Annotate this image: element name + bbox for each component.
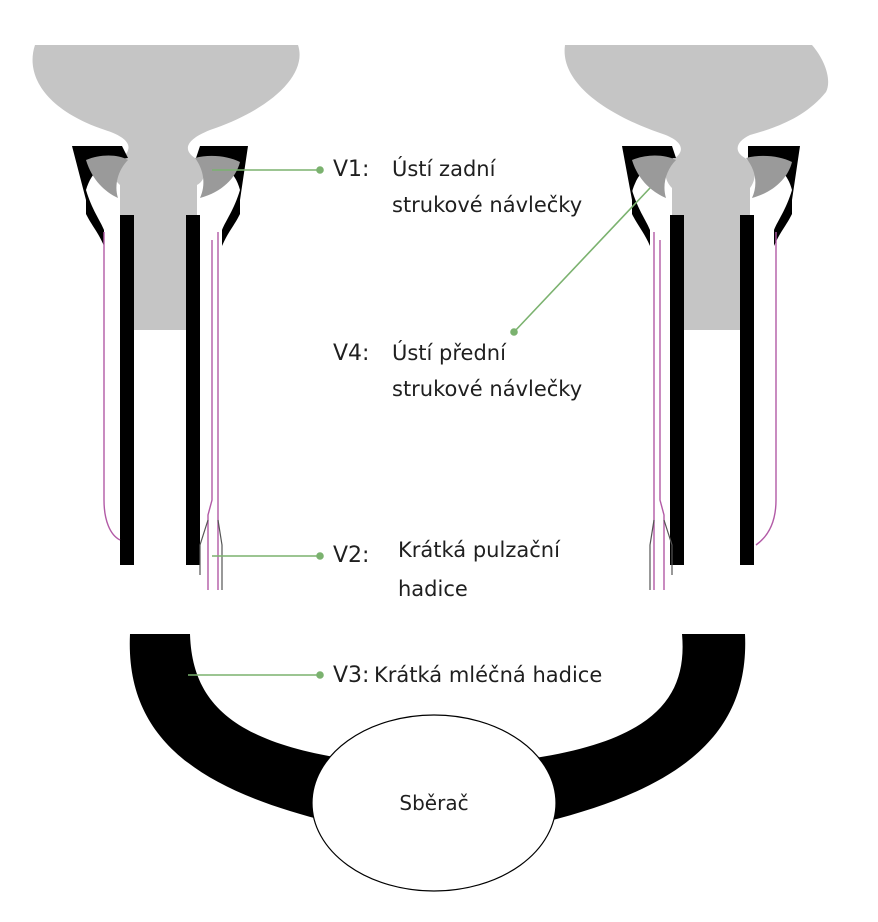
right-teat-cup	[564, 45, 829, 634]
label-v3: V3: Krátká mléčná hadice	[333, 663, 602, 688]
leader-dot-v4	[510, 328, 518, 336]
label-v4-line1: Ústí přední	[392, 340, 507, 365]
right-milk-tube-short	[684, 330, 740, 634]
left-pulsation-inner	[207, 232, 219, 590]
left-teat	[32, 45, 300, 330]
right-liner-wall-right	[740, 215, 754, 565]
label-v1-line1: Ústí zadní	[392, 156, 497, 181]
left-milk-hose	[129, 634, 340, 822]
left-shell-right	[222, 190, 240, 246]
label-v2-code: V2:	[333, 543, 369, 568]
left-teat-cup	[32, 45, 300, 634]
label-v3-line1: Krátká mléčná hadice	[374, 663, 602, 687]
collector-label: Sběrač	[399, 791, 468, 815]
right-pulsation-inner	[653, 232, 665, 590]
right-shell-left	[632, 190, 650, 246]
right-mouth-ring-left	[632, 155, 676, 198]
label-v2-line1: Krátká pulzační	[398, 538, 561, 562]
leader-dot-v1	[316, 166, 324, 174]
right-liner-wall-left	[670, 215, 684, 565]
left-liner-wall-right	[186, 215, 200, 565]
left-liner-wall-left	[120, 215, 134, 565]
label-v2-line2: hadice	[398, 577, 468, 601]
leader-lines	[188, 166, 651, 679]
label-v4-code: V4:	[333, 341, 369, 366]
collector	[311, 714, 557, 892]
label-v1-code: V1:	[333, 157, 369, 182]
leader-dot-v3	[316, 671, 324, 679]
label-v2: V2: Krátká pulzační hadice	[333, 538, 561, 601]
right-pulsation-outer	[755, 232, 777, 546]
right-pulsation-stub	[649, 519, 673, 590]
leader-dot-v2	[316, 552, 324, 560]
right-teat	[564, 45, 829, 330]
right-milk-hose	[535, 634, 746, 822]
left-pulsation-stub	[199, 519, 223, 590]
label-v4: V4: Ústí přední strukové návlečky	[333, 340, 582, 401]
right-mouth-ring-right	[746, 155, 792, 198]
label-v4-line2: strukové návlečky	[392, 377, 582, 401]
left-shell-left	[86, 190, 104, 246]
left-mouth-ring-left	[86, 155, 128, 198]
label-v1: V1: Ústí zadní strukové návlečky	[333, 156, 582, 217]
left-mouth-ring-right	[195, 155, 240, 198]
left-pulsation-outer	[103, 232, 121, 541]
right-shell-right	[774, 190, 792, 246]
left-milk-tube-short	[134, 330, 186, 634]
leader-line-v4	[513, 187, 651, 333]
label-v3-code: V3:	[333, 663, 369, 688]
label-v1-line2: strukové návlečky	[392, 193, 582, 217]
